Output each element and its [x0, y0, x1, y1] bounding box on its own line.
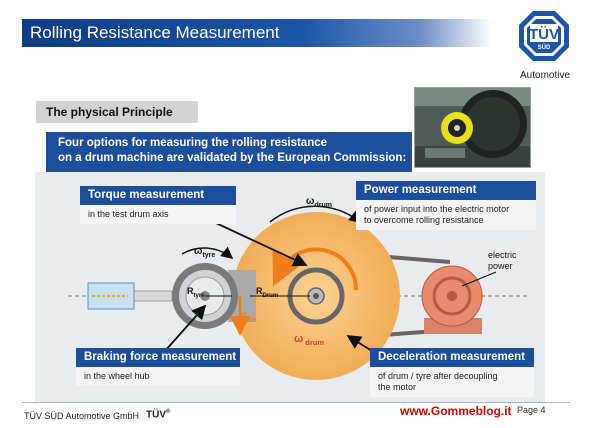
- drum-rotation-arrow: [272, 247, 359, 291]
- principle-label-text: The physical Principle: [46, 105, 173, 119]
- electric-power-pointer: [461, 271, 497, 287]
- electric-motor: [421, 265, 483, 334]
- intro-banner: Four options for measuring the rolling r…: [46, 132, 412, 172]
- footer-url[interactable]: www.Gommeblog.it: [400, 404, 512, 418]
- logo-caption: Automotive: [520, 70, 571, 81]
- principle-label: The physical Principle: [36, 101, 198, 123]
- power-body-line-1: of power input into the electric motor: [364, 204, 510, 214]
- electric-power-label-2: power: [488, 261, 513, 271]
- omega-tyre-label: ωtyre: [194, 246, 215, 259]
- power-box: Power measurement of power input into th…: [356, 181, 536, 230]
- braking-title: Braking force measurement: [76, 348, 240, 367]
- footer-divider: [22, 402, 570, 403]
- electric-power-label-1: electric: [488, 250, 517, 260]
- title-bar: [22, 19, 492, 47]
- r-drum-label: RDrum: [256, 286, 278, 299]
- omega-drum-arrow: [269, 205, 362, 223]
- r-tyre-label: Rtyre: [187, 286, 205, 299]
- deceleration-body-line-1: of drum / tyre after decoupling: [378, 371, 498, 381]
- f-rr-label: FRR: [242, 311, 257, 324]
- omega-tyre-arrow: [181, 246, 234, 259]
- drum-machine-photo: [414, 87, 531, 168]
- footer-tuv-mark: TÜV®: [146, 409, 171, 421]
- wheel-hub-dynamometer: [87, 282, 135, 310]
- omega-drum-label: ωdrum: [306, 196, 332, 209]
- torque-box: Torque measurement in the test drum axis: [80, 186, 236, 224]
- footer-company: TÜV SÜD Automotive GmbH: [24, 411, 140, 421]
- svg-text:SÜD: SÜD: [538, 44, 551, 51]
- power-title: Power measurement: [356, 181, 536, 200]
- braking-box: Braking force measurement in the wheel h…: [76, 348, 240, 386]
- intro-line-2: on a drum machine are validated by the E…: [58, 152, 407, 164]
- torque-title: Torque measurement: [80, 186, 236, 205]
- power-body-line-2: to overcome rolling resistance: [364, 215, 484, 225]
- deceleration-box: Deceleration measurement of drum / tyre …: [370, 348, 534, 397]
- svg-text:TÜV: TÜV: [529, 26, 559, 43]
- deceleration-title: Deceleration measurement: [370, 348, 534, 367]
- torque-body: in the test drum axis: [80, 205, 236, 224]
- deceleration-body: of drum / tyre after decoupling the moto…: [370, 367, 534, 397]
- footer-page-number: Page 4: [517, 405, 546, 415]
- page-title: Rolling Resistance Measurement: [30, 23, 280, 42]
- braking-pointer: [164, 304, 207, 352]
- intro-line-1: Four options for measuring the rolling r…: [58, 137, 328, 149]
- wheel-axle: [133, 290, 173, 302]
- braking-body: in the wheel hub: [76, 367, 240, 386]
- power-body: of power input into the electric motor t…: [356, 200, 536, 230]
- deceleration-body-line-2: the motor: [378, 382, 417, 392]
- tuv-sud-logo: TÜV SÜD: [519, 11, 569, 61]
